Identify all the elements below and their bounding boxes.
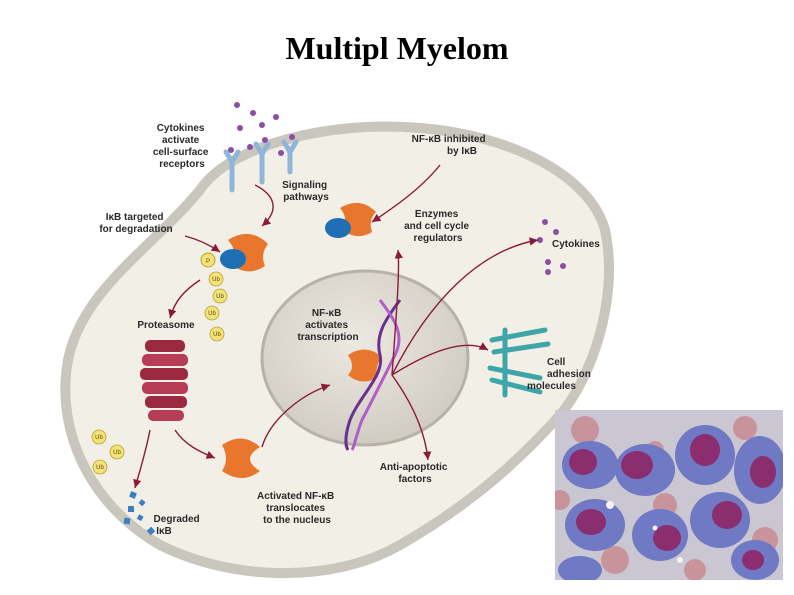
nfkb-ikb-complex-top <box>325 202 376 238</box>
label-enzymes: Enzymes and cell cycle regulators <box>404 209 472 244</box>
page-title: Multipl Myelom <box>285 30 509 66</box>
proteasome <box>140 340 188 421</box>
cell-surface-receptors <box>223 139 299 193</box>
ub-label: Ub <box>208 311 216 317</box>
label-nfkb-activates: NF-κB activates transcription <box>297 308 358 343</box>
label-adhesion: Cell adhesion molecules <box>527 357 594 392</box>
ub-label: Ub <box>113 450 121 456</box>
cytokine-dots-right <box>537 219 566 275</box>
label-nfkb-inhibited: NF-κB inhibited by IκB <box>412 134 489 157</box>
pathway-arrows <box>133 164 539 489</box>
ub-label: Ub <box>213 332 221 338</box>
degraded-ikb-fragments <box>123 491 156 536</box>
bone-marrow-micrograph <box>555 410 783 580</box>
cytokine-dots-top <box>228 102 295 156</box>
label-cytokines: Cytokines <box>552 239 600 250</box>
label-ikb-targeted: IκB targeted for degradation <box>99 212 172 235</box>
free-ubiquitin <box>91 429 125 475</box>
ub-label: Ub <box>212 277 220 283</box>
label-cytokines-receptors: Cytokines activate cell-surface receptor… <box>153 123 211 170</box>
dna-helix <box>344 299 402 451</box>
phospho-label: P <box>206 259 210 265</box>
ub-label: Ub <box>216 294 224 300</box>
adhesion-molecules <box>487 327 551 398</box>
nfkb-ikb-complex-left: P <box>200 233 268 272</box>
label-antiapoptotic: Anti-apoptotic factors <box>380 462 451 485</box>
nfkb-activated <box>222 438 260 478</box>
ubiquitin-chain <box>204 271 228 342</box>
label-signaling: Signaling pathways <box>282 180 330 203</box>
ub-label: Ub <box>96 465 104 471</box>
micrograph-image <box>555 410 783 580</box>
nfkb-on-dna <box>348 349 382 382</box>
label-proteasome: Proteasome <box>137 320 195 331</box>
label-degraded: Degraded IκB <box>154 514 203 537</box>
label-translocates: Activated NF-κB translocates to the nucl… <box>257 491 337 526</box>
ub-label: Ub <box>95 435 103 441</box>
